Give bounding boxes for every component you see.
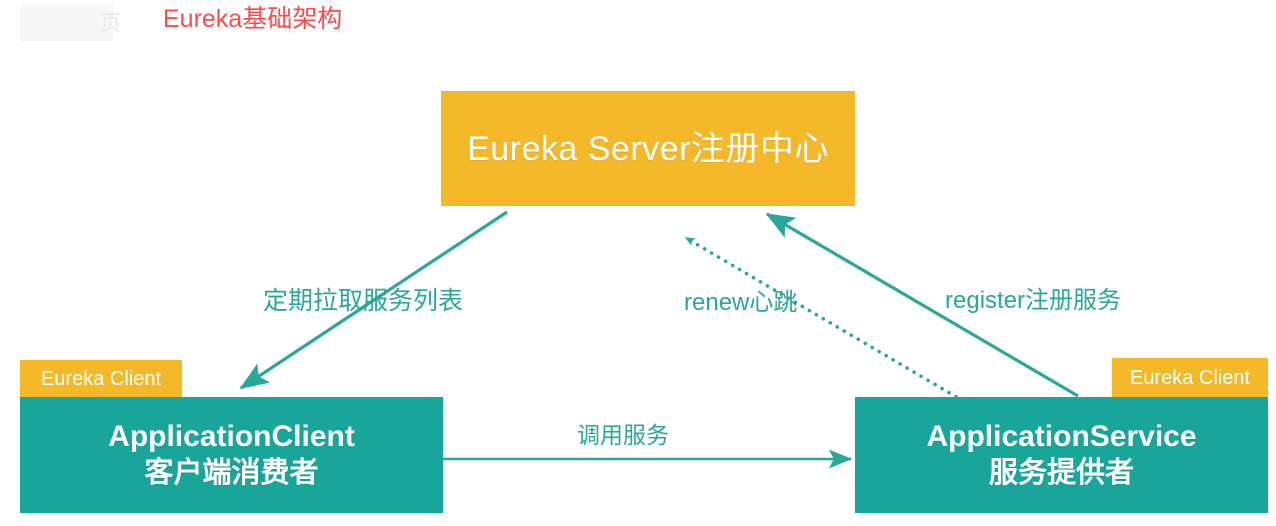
node-application-service[interactable]: ApplicationService 服务提供者	[855, 397, 1268, 513]
node-application-client[interactable]: ApplicationClient 客户端消费者	[20, 397, 443, 513]
node-application-client-subtitle: 客户端消费者	[144, 457, 319, 489]
node-application-service-subtitle: 服务提供者	[988, 457, 1134, 489]
page-title: Eureka基础架构	[163, 5, 343, 33]
edge-label-renew-heartbeat: renew心跳	[684, 289, 798, 316]
tag-eureka-client-left: Eureka Client	[20, 360, 182, 398]
node-application-service-title: ApplicationService	[926, 420, 1197, 453]
watermark-glyph: 页	[100, 11, 121, 35]
node-eureka-server[interactable]: Eureka Server注册中心	[441, 91, 855, 206]
edge-renew-heartbeat	[684, 236, 972, 407]
tag-eureka-client-right: Eureka Client	[1112, 358, 1268, 398]
edge-label-invoke-service: 调用服务	[577, 422, 669, 448]
watermark-strip	[20, 4, 113, 42]
edge-label-register: register注册服务	[945, 287, 1122, 314]
edge-label-pull-service-list: 定期拉取服务列表	[263, 287, 464, 315]
tag-eureka-client-right-label: Eureka Client	[1129, 367, 1251, 389]
node-application-client-title: ApplicationClient	[108, 420, 355, 453]
node-eureka-server-label: Eureka Server注册中心	[467, 129, 829, 168]
tag-eureka-client-left-label: Eureka Client	[40, 368, 162, 390]
